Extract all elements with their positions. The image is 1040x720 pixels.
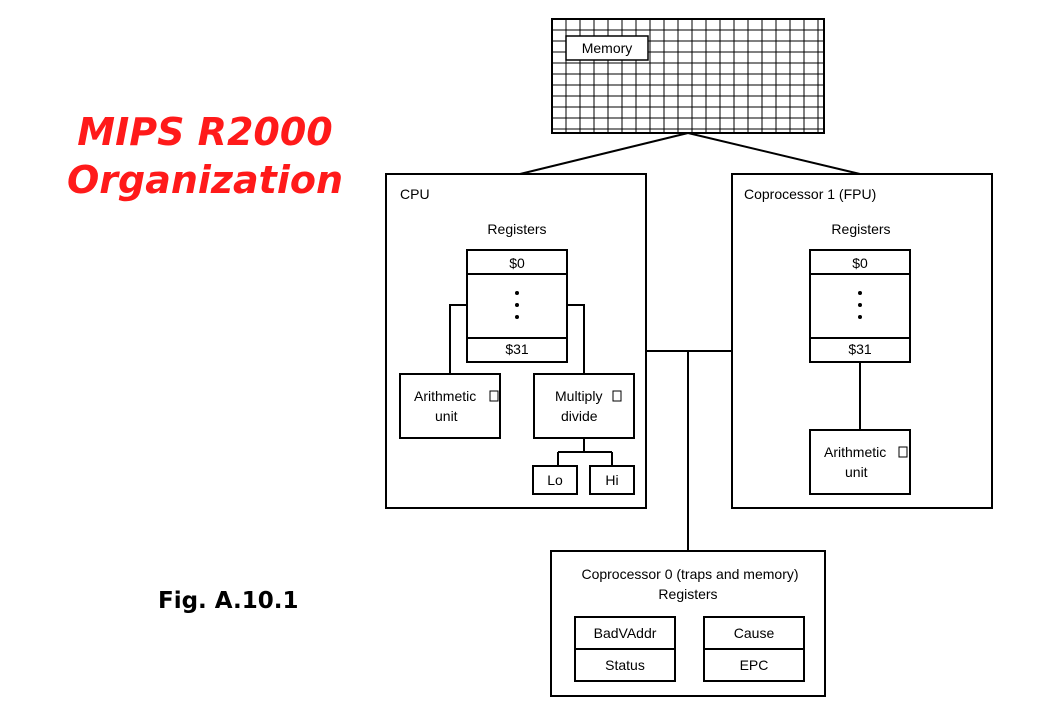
fpu-reg-first: $0: [852, 255, 868, 271]
cpu-muldiv-line-2: divide: [561, 408, 598, 424]
title-line-2: Organization: [66, 158, 344, 202]
cp0-right-registers: Cause EPC: [703, 616, 805, 682]
cpu-registers-label: Registers: [487, 221, 546, 237]
memory-label: Memory: [582, 40, 633, 56]
cpu-muldiv-line-1: Multiply: [555, 388, 602, 404]
fpu-alu-line-1: Arithmetic: [824, 444, 886, 460]
fpu-block: Coprocessor 1 (FPU) Registers $0 $31 Ari…: [731, 173, 993, 509]
cpu-arithmetic-unit: Arithmetic unit: [399, 373, 501, 439]
cpu-reg-last: $31: [505, 341, 529, 357]
fpu-alu-line-2: unit: [845, 464, 868, 480]
cp0-status: Status: [605, 657, 645, 673]
cpu-multiply-divide-unit: Multiply divide: [533, 373, 635, 439]
fpu-register-file: $0 $31: [809, 249, 911, 363]
fpu-registers-label: Registers: [831, 221, 890, 237]
cpu-alu-line-1: Arithmetic: [414, 388, 476, 404]
coprocessor-bus: [646, 350, 732, 551]
memory-block: Memory: [551, 18, 825, 134]
cpu-block: CPU Registers $0 $31 Arithmetic unit: [385, 173, 647, 509]
fpu-arithmetic-unit: Arithmetic unit: [809, 429, 911, 495]
cp0-cause: Cause: [734, 625, 775, 641]
title-line-1: MIPS R2000: [77, 110, 333, 154]
cpu-hi-label: Hi: [605, 472, 618, 488]
cpu-connectors: [449, 304, 613, 466]
cp0-badvaddr: BadVAddr: [594, 625, 657, 641]
figure-caption: Fig. A.10.1: [158, 588, 299, 614]
cpu-register-file: $0 $31: [466, 249, 568, 363]
fpu-reg-last: $31: [848, 341, 872, 357]
cp0-epc: EPC: [740, 657, 769, 673]
fpu-label: Coprocessor 1 (FPU): [744, 186, 876, 202]
cpu-lo-register: Lo: [532, 465, 578, 495]
slide-title: MIPS R2000 Organization: [40, 108, 370, 204]
cpu-alu-line-2: unit: [435, 408, 458, 424]
cpu-label: CPU: [400, 186, 430, 202]
cpu-reg-first: $0: [509, 255, 525, 271]
memory-bus-lines: [519, 132, 861, 175]
cpu-lo-label: Lo: [547, 472, 563, 488]
cp0-left-registers: BadVAddr Status: [574, 616, 676, 682]
cp0-block: Coprocessor 0 (traps and memory) Registe…: [550, 550, 826, 697]
cpu-hi-register: Hi: [589, 465, 635, 495]
memory-label-box: [565, 35, 649, 61]
cp0-registers-label: Registers: [658, 586, 717, 602]
cp0-label: Coprocessor 0 (traps and memory): [581, 566, 798, 582]
